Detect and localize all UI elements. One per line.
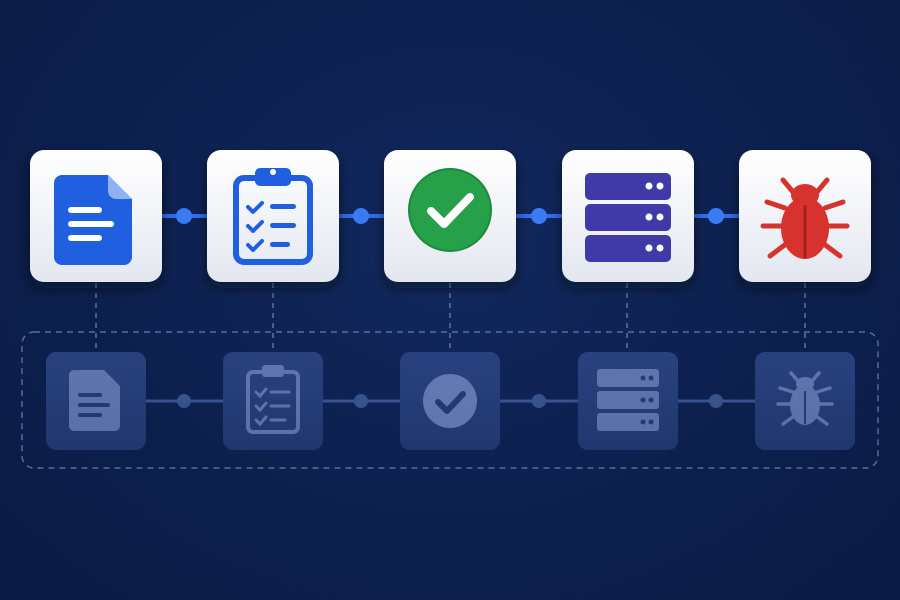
clipboard-checklist-icon bbox=[233, 168, 313, 265]
connector-4 bbox=[694, 208, 739, 224]
ghost-card-server bbox=[578, 352, 678, 450]
ghost-connector-1 bbox=[146, 394, 223, 408]
ghost-connector-4 bbox=[678, 394, 755, 408]
ghost-card-bug bbox=[755, 352, 855, 450]
ghost-clipboard-icon bbox=[246, 365, 300, 434]
ghost-server-icon bbox=[597, 369, 659, 431]
drop-lines bbox=[95, 283, 806, 352]
ghost-card-clipboard bbox=[223, 352, 323, 450]
ghost-card-document bbox=[46, 352, 146, 450]
ghost-card-check bbox=[400, 352, 500, 450]
top-connectors bbox=[162, 208, 739, 224]
ghost-connector-2 bbox=[323, 394, 400, 408]
step-card-server[interactable] bbox=[562, 150, 694, 282]
ghost-connector-3 bbox=[500, 394, 578, 408]
connector-1 bbox=[162, 208, 207, 224]
server-stack-icon bbox=[585, 173, 671, 262]
ghost-check-icon bbox=[423, 374, 477, 428]
step-card-bug[interactable] bbox=[739, 150, 871, 282]
ghost-connectors bbox=[146, 394, 755, 408]
ghost-row-frame bbox=[21, 331, 879, 469]
step-card-clipboard[interactable] bbox=[207, 150, 339, 282]
bug-body bbox=[781, 184, 829, 259]
ghost-document-icon bbox=[69, 370, 120, 431]
document-icon bbox=[54, 175, 132, 265]
step-card-document[interactable] bbox=[30, 150, 162, 282]
connector-2 bbox=[339, 208, 384, 224]
ghost-bug-icon bbox=[776, 371, 834, 426]
step-card-check[interactable] bbox=[384, 150, 516, 282]
check-circle-icon bbox=[408, 168, 492, 252]
connector-3 bbox=[516, 208, 562, 224]
bug-icon bbox=[760, 177, 850, 259]
